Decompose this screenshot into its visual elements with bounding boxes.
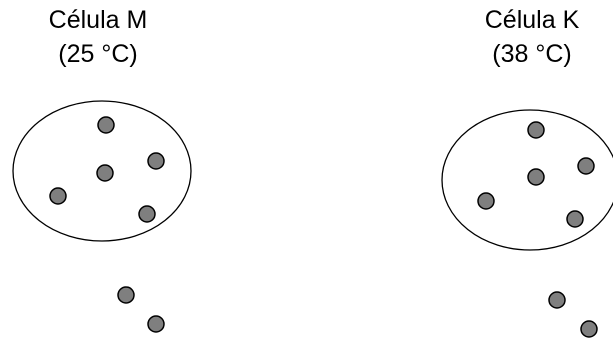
cell-k-particle-inside	[578, 158, 594, 174]
cell-k-particle-inside	[528, 169, 544, 185]
cell-m-particle-inside	[98, 117, 114, 133]
cell-m-particle-inside	[148, 153, 164, 169]
cell-m-particle-outside	[118, 287, 134, 303]
cell-k-particle-inside	[567, 211, 583, 227]
cell-k-particle-outside	[549, 292, 565, 308]
cell-m-particle-inside	[139, 206, 155, 222]
cell-k-particle-inside	[478, 193, 494, 209]
cell-m-particle-inside	[97, 165, 113, 181]
cell-k-particle-outside	[581, 321, 597, 337]
cell-m-particle-inside	[50, 188, 66, 204]
cell-k-particle-inside	[528, 122, 544, 138]
cell-k	[442, 110, 613, 337]
cell-m-particle-outside	[148, 316, 164, 332]
cell-m	[13, 101, 191, 332]
